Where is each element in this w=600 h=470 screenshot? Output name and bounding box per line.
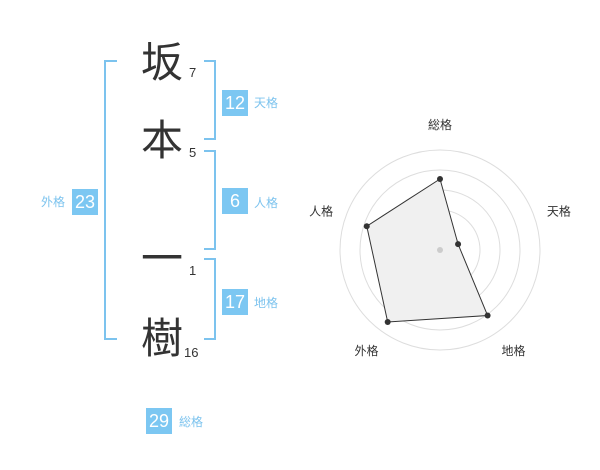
name-char-3: 一 — [141, 234, 184, 283]
radar-axis-label: 人格 — [309, 203, 333, 218]
radar-axis-label: 外格 — [355, 343, 379, 358]
radar-axis-label: 天格 — [547, 203, 571, 218]
gaikaku-badge: 23 — [72, 189, 98, 215]
radar-grid-ring — [359, 169, 521, 331]
radar-data-point — [484, 312, 491, 319]
stroke-count-4: 16 — [184, 345, 199, 360]
stroke-count-2: 5 — [189, 145, 197, 160]
radar-axis-label: 地格 — [501, 343, 525, 358]
soukaku-label: 総格 — [179, 415, 204, 429]
tenkaku-bracket — [204, 60, 216, 140]
jinkaku-badge: 6 — [222, 188, 248, 214]
radar-data-points — [363, 176, 491, 326]
chikaku-badge: 17 — [222, 289, 248, 315]
soukaku-badge: 29 — [146, 408, 172, 434]
radar-center-dot — [437, 247, 443, 253]
gaikaku-bracket — [104, 60, 117, 340]
stroke-count-3: 1 — [189, 263, 197, 278]
chikaku-label: 地格 — [254, 296, 279, 310]
radar-data-area — [366, 178, 489, 323]
tenkaku-label: 天格 — [254, 96, 279, 110]
gaikaku-label: 外格 — [41, 195, 66, 209]
radar-data-point — [363, 223, 370, 230]
radar-data-point — [455, 241, 462, 248]
name-char-4: 樹 — [141, 314, 184, 363]
radar-data-point — [437, 176, 443, 182]
tenkaku-badge: 12 — [222, 90, 248, 116]
jinkaku-label: 人格 — [254, 196, 279, 210]
radar-grid-ring — [339, 149, 541, 351]
jinkaku-bracket — [204, 150, 216, 250]
radar-data-point — [384, 319, 391, 326]
name-char-2: 本 — [141, 116, 184, 165]
radar-axis-label: 総格 — [428, 117, 452, 132]
name-char-1: 坂 — [141, 38, 184, 87]
chikaku-bracket — [204, 258, 216, 340]
stroke-count-1: 7 — [189, 65, 197, 80]
